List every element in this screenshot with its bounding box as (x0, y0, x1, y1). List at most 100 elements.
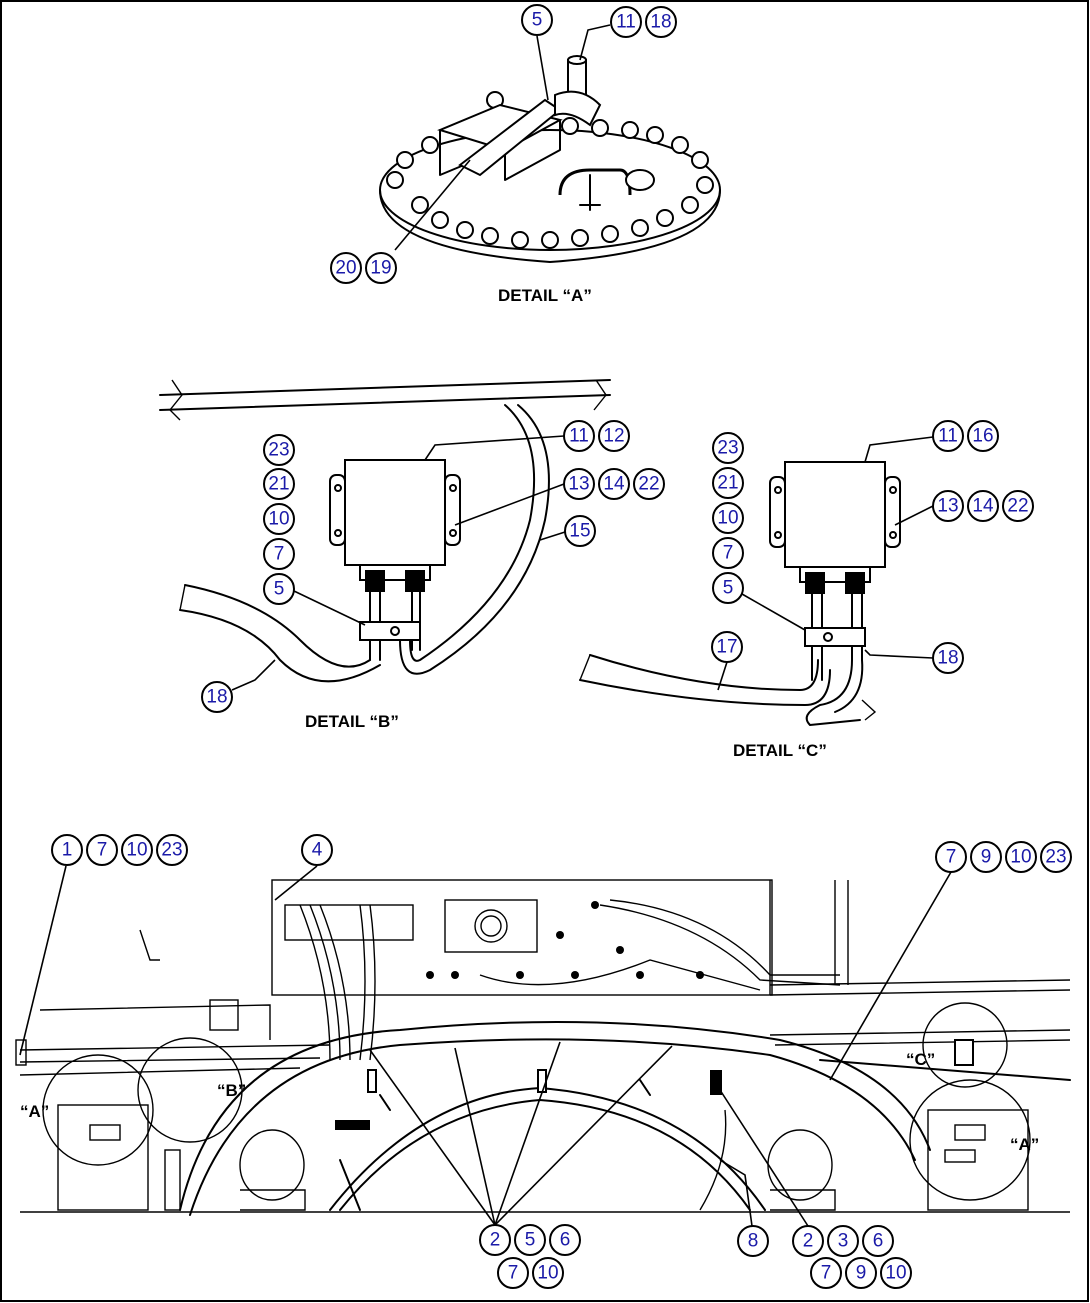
svg-text:11: 11 (616, 12, 636, 33)
callout-23[interactable]: 23 (263, 434, 295, 466)
callout-18[interactable]: 18 (201, 681, 233, 713)
callout-10[interactable]: 10 (880, 1257, 912, 1289)
callout-8[interactable]: 8 (737, 1225, 769, 1257)
callout-19[interactable]: 19 (365, 252, 397, 284)
detail-b-drawing (159, 379, 611, 683)
callout-21[interactable]: 21 (263, 468, 295, 500)
detail-a-callouts: 5 11 18 20 19 (330, 4, 677, 284)
svg-text:13: 13 (937, 496, 958, 517)
svg-text:10: 10 (126, 840, 147, 861)
callout-17[interactable]: 17 (711, 631, 743, 663)
svg-text:6: 6 (560, 1230, 571, 1251)
svg-text:7: 7 (97, 840, 108, 861)
callout-6[interactable]: 6 (862, 1225, 894, 1257)
svg-text:23: 23 (717, 438, 738, 459)
callout-14[interactable]: 14 (967, 490, 999, 522)
detail-c-callouts: 23 21 10 7 5 11 16 13 14 22 17 18 (711, 420, 1034, 691)
svg-text:10: 10 (1010, 847, 1031, 868)
callout-5[interactable]: 5 (263, 573, 295, 605)
callout-9[interactable]: 9 (845, 1257, 877, 1289)
svg-text:13: 13 (568, 474, 589, 495)
callout-21[interactable]: 21 (712, 467, 744, 499)
callout-23[interactable]: 23 (156, 834, 188, 866)
callout-7[interactable]: 7 (935, 841, 967, 873)
callout-4[interactable]: 4 (301, 834, 333, 866)
svg-text:10: 10 (268, 509, 289, 530)
svg-text:5: 5 (525, 1230, 536, 1251)
callout-12[interactable]: 12 (598, 420, 630, 452)
callout-9[interactable]: 9 (970, 841, 1002, 873)
callout-10[interactable]: 10 (532, 1257, 564, 1289)
detail-b-callouts: 23 21 10 7 5 11 12 13 14 22 15 18 (201, 420, 665, 713)
svg-text:21: 21 (717, 473, 738, 494)
callout-10[interactable]: 10 (712, 502, 744, 534)
callout-2[interactable]: 2 (792, 1225, 824, 1257)
svg-text:4: 4 (312, 840, 323, 861)
svg-text:5: 5 (532, 10, 543, 31)
callout-5[interactable]: 5 (712, 572, 744, 604)
svg-text:15: 15 (569, 521, 590, 542)
callout-3[interactable]: 3 (827, 1225, 859, 1257)
callout-18[interactable]: 18 (645, 6, 677, 38)
detail-a-caption: DETAIL “A” (498, 286, 592, 305)
svg-text:5: 5 (274, 579, 285, 600)
svg-text:11: 11 (938, 426, 958, 447)
callout-18[interactable]: 18 (932, 642, 964, 674)
svg-text:7: 7 (274, 544, 285, 565)
callout-5[interactable]: 5 (521, 4, 553, 36)
callout-7[interactable]: 7 (86, 834, 118, 866)
callout-10[interactable]: 10 (121, 834, 153, 866)
svg-text:16: 16 (972, 426, 993, 447)
callout-1[interactable]: 1 (51, 834, 83, 866)
callout-15[interactable]: 15 (564, 515, 596, 547)
callout-10[interactable]: 10 (263, 503, 295, 535)
svg-text:20: 20 (335, 258, 356, 279)
callout-23[interactable]: 23 (1040, 841, 1072, 873)
detail-b-caption: DETAIL “B” (305, 712, 399, 731)
callout-16[interactable]: 16 (967, 420, 999, 452)
svg-text:7: 7 (508, 1263, 519, 1284)
svg-text:22: 22 (1007, 496, 1028, 517)
callout-13[interactable]: 13 (932, 490, 964, 522)
svg-text:11: 11 (569, 426, 589, 447)
callout-14[interactable]: 14 (598, 468, 630, 500)
callout-7[interactable]: 7 (810, 1257, 842, 1289)
view-label-b: “B” (217, 1081, 246, 1100)
svg-text:17: 17 (716, 637, 737, 658)
svg-text:6: 6 (873, 1231, 884, 1252)
svg-text:10: 10 (717, 508, 738, 529)
callout-6[interactable]: 6 (549, 1224, 581, 1256)
svg-text:14: 14 (603, 474, 625, 495)
svg-text:9: 9 (856, 1263, 867, 1284)
view-label-a-right: “A” (1010, 1135, 1039, 1154)
callout-7[interactable]: 7 (497, 1257, 529, 1289)
svg-text:18: 18 (650, 12, 671, 33)
callout-13[interactable]: 13 (563, 468, 595, 500)
callout-11[interactable]: 11 (932, 420, 964, 452)
callout-20[interactable]: 20 (330, 252, 362, 284)
callout-23[interactable]: 23 (712, 432, 744, 464)
svg-text:2: 2 (490, 1230, 501, 1251)
svg-text:12: 12 (603, 426, 624, 447)
svg-text:7: 7 (946, 847, 957, 868)
callout-7[interactable]: 7 (263, 538, 295, 570)
callout-2[interactable]: 2 (479, 1224, 511, 1256)
detail-c-drawing (579, 461, 901, 726)
callout-10[interactable]: 10 (1005, 841, 1037, 873)
svg-text:1: 1 (62, 840, 73, 861)
callout-22[interactable]: 22 (1002, 490, 1034, 522)
callout-22[interactable]: 22 (633, 468, 665, 500)
callout-7[interactable]: 7 (712, 537, 744, 569)
callout-5[interactable]: 5 (514, 1224, 546, 1256)
svg-text:23: 23 (268, 440, 289, 461)
svg-text:23: 23 (161, 840, 182, 861)
callout-11[interactable]: 11 (610, 6, 642, 38)
svg-text:14: 14 (972, 496, 994, 517)
svg-text:18: 18 (206, 687, 227, 708)
svg-text:19: 19 (370, 258, 391, 279)
main-view-drawing (15, 879, 1071, 1216)
svg-text:18: 18 (937, 648, 958, 669)
callout-11[interactable]: 11 (563, 420, 595, 452)
